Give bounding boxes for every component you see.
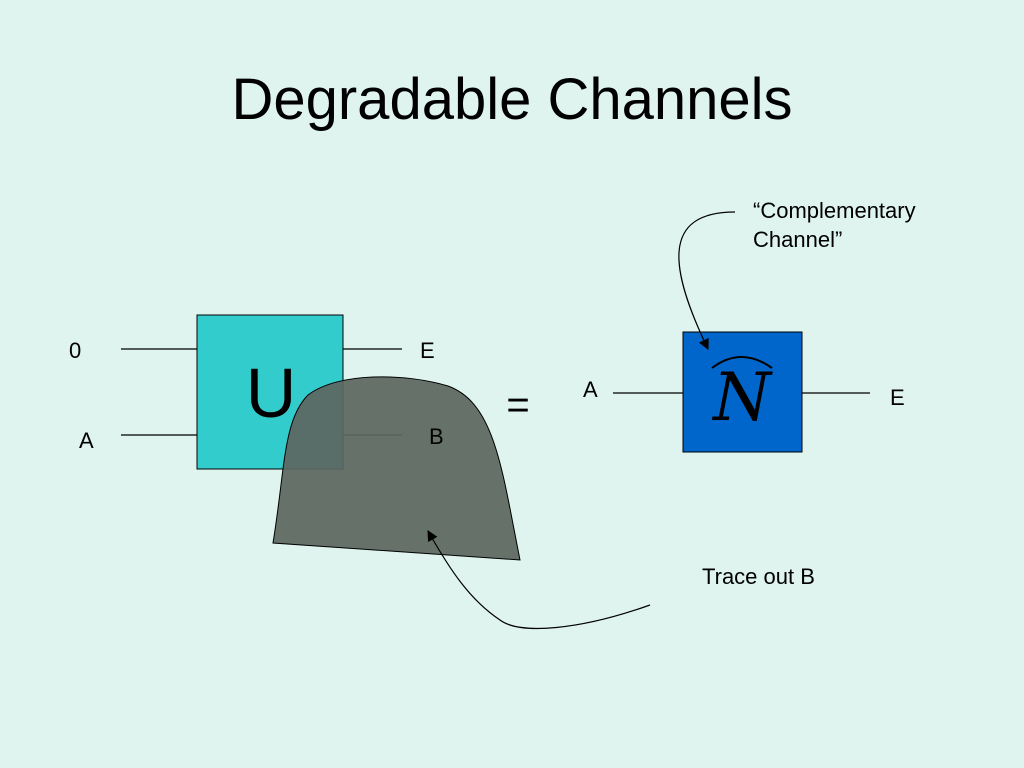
channel-symbol: N [711,359,773,436]
hat-accent-icon [711,356,773,369]
equals-sign: = [506,383,530,427]
input-a-label: A [79,428,94,453]
callout-line-1: “Complementary [753,198,916,223]
callout-line-2: Channel” [753,227,843,252]
input-zero-label: 0 [69,338,82,363]
complementary-channel-box [682,331,803,453]
output-b-label: B [429,424,444,449]
trace-out-label: Trace out B [702,564,815,589]
unitary-gate-label: U [245,354,297,432]
right-input-a-label: A [583,377,598,402]
right-output-e-label: E [890,385,905,410]
page-title: Degradable Channels [231,67,793,132]
trace-out-region [272,376,521,561]
trace-arrow [427,530,651,630]
output-e-label: E [420,338,435,363]
complementary-channel-callout: “Complementary Channel” [753,196,983,254]
callout-arrow [678,211,736,350]
